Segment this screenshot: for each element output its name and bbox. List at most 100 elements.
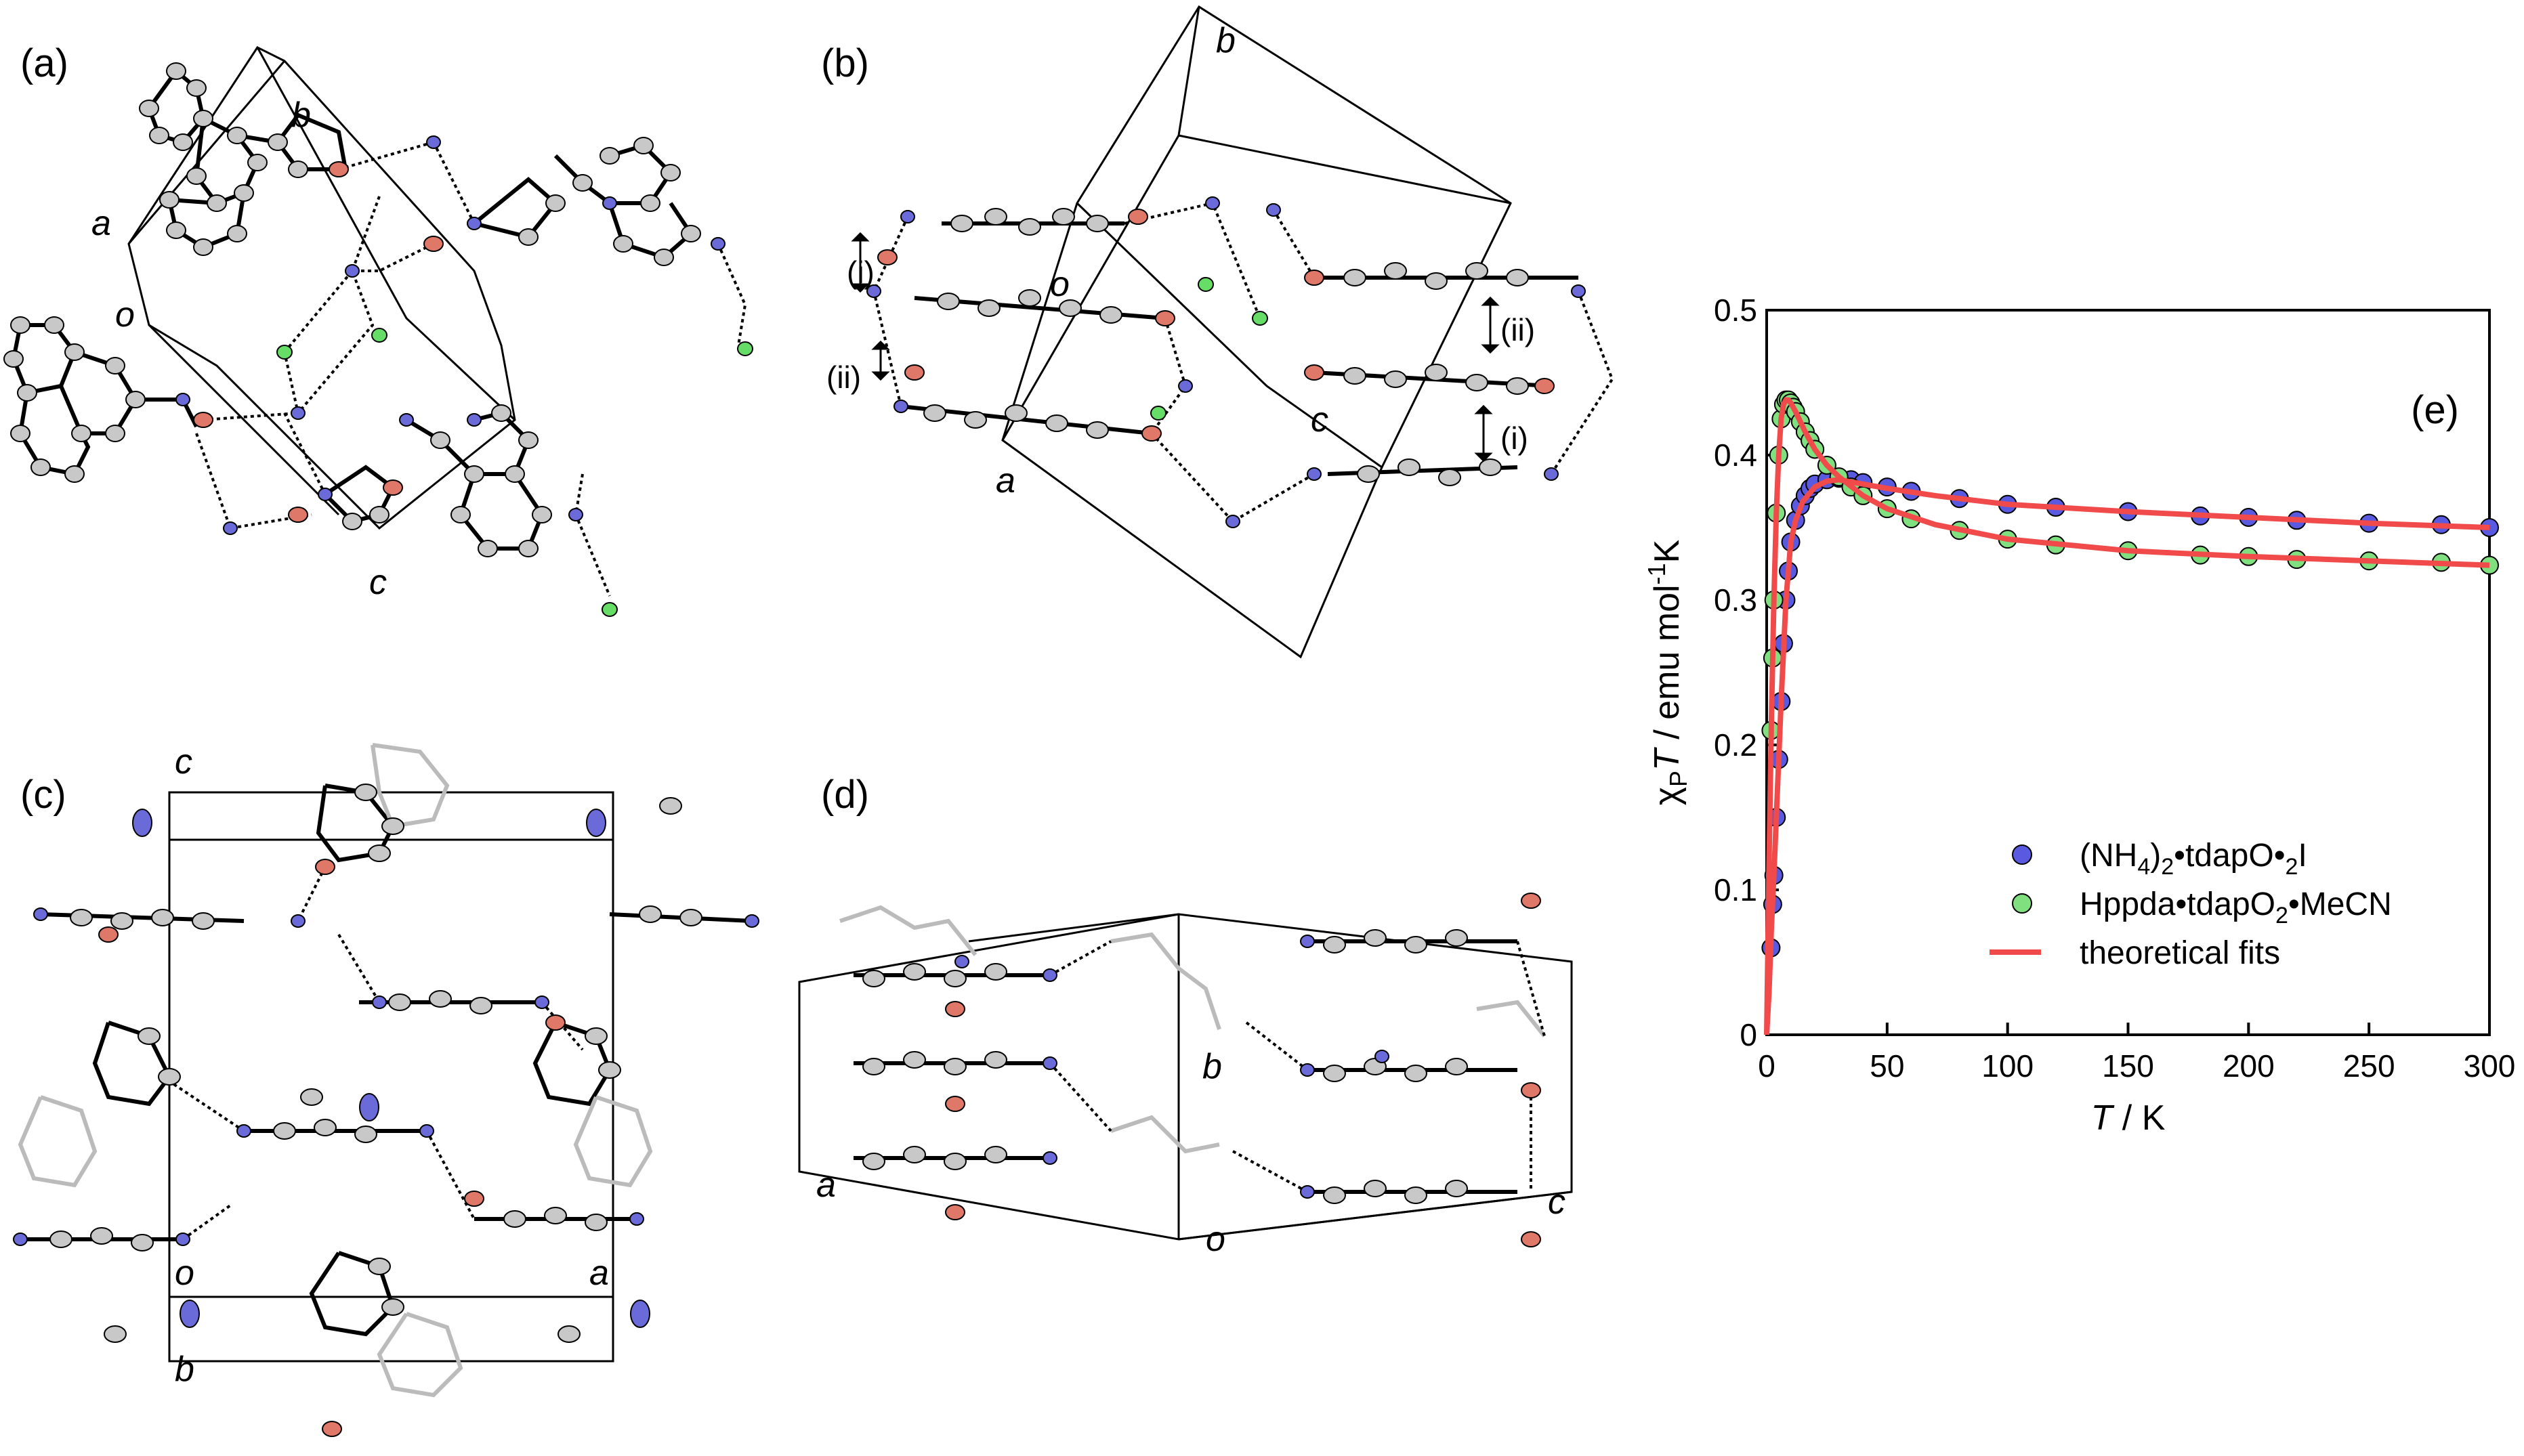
series-1-point [1786,511,1805,530]
axis-label-d-a: a [816,1165,836,1205]
series-1-point [1761,938,1781,958]
axis-label-d-c: c [1548,1182,1565,1222]
series-1-point [1773,634,1793,654]
series-1-point [2480,518,2499,537]
axis-label-c-c: c [175,742,192,781]
hbond-dashes-d [1049,940,1546,1193]
axis-label-a-b: b [291,95,311,135]
series-2-point [1795,422,1815,442]
series-2-point [2239,547,2258,566]
legend-marker-1 [2012,844,2032,865]
series-1-point [2239,508,2258,528]
series-2-point [2431,553,2451,572]
series-2-point [1998,530,2017,549]
plot-frame [1765,309,2491,1036]
series-1-point [1781,532,1801,552]
series-2-point [1779,390,1799,410]
series-1-point [1877,477,1897,497]
series-1-point [2359,513,2379,533]
series-2-point [2046,535,2065,555]
axis-label-a-c: c [369,563,387,602]
series-2-point [2118,541,2138,561]
series-1-point [2431,515,2451,534]
series-1-point [1767,808,1786,827]
series-2-point [1776,390,1796,410]
series-1-point [1841,470,1861,490]
series-1-point [1829,469,1849,488]
series-2-point [1801,431,1820,450]
series-1-point [1853,473,1873,492]
x-tick-label: 0 [1758,1048,1775,1084]
y-tick-label: 0.1 [1714,872,1757,907]
axis-label-c-o: o [175,1254,194,1293]
fit-line-1 [1764,477,2490,1035]
axis-label-a-o: o [115,295,135,335]
series-1-point [1790,496,1810,515]
series-1-point [2118,502,2138,521]
fit-line-2 [1764,397,2490,1035]
series-1-point [1763,895,1782,914]
series-2-point [1781,393,1801,412]
panel-a-structure [3,46,753,617]
series-1-point [2287,511,2307,530]
y-tick-label: 0 [1740,1017,1757,1052]
x-axis-label: T / K [2091,1098,2166,1138]
series-2-point [1877,499,1897,519]
unit-cell-b [1001,5,1512,659]
y-tick-label: 0.5 [1714,293,1757,328]
series-1-point [2191,506,2210,526]
panel-label-d: (d) [821,773,869,817]
series-2-point [1901,509,1921,529]
series-1-point [1801,479,1820,498]
series-2-point [1805,440,1825,459]
atoms-a [3,62,753,617]
panel-label-e: (e) [2411,388,2459,432]
y-axis-label: χPT / emu mol-1K [1643,539,1692,805]
molecule-stacks-b [900,221,1578,476]
stack-note-b-1: (i) [847,255,875,290]
axis-label-d-b: b [1202,1047,1222,1086]
unit-cell-a [127,46,516,530]
x-tick-label: 150 [2102,1048,2154,1084]
hbond-dashes-a [195,141,747,597]
x-tick-label: 100 [1981,1048,2034,1084]
series-1-point [1779,561,1799,581]
series-1-point [1998,494,2017,514]
y-tick-label: 0.2 [1714,727,1757,763]
series-2-point [2359,551,2379,571]
series-1-point [1769,750,1788,769]
legend-label-1: (NH4)2•tdapO•2I [2080,838,2307,880]
y-tick-label: 0.3 [1714,582,1757,618]
axis-label-b-o: o [1050,265,1070,304]
stack-note-b-2: (ii) [826,360,862,395]
series-2-point [2287,550,2307,570]
series-1-point [1950,489,1969,509]
stack-note-b-3: (ii) [1500,312,1536,347]
x-tick-label: 250 [2343,1048,2395,1084]
series-2-point [2480,555,2499,575]
legend-label-3: theoretical fits [2080,935,2280,971]
axis-label-b-a: a [996,461,1015,500]
series-1-point [1805,474,1825,494]
axis-label-b-b: b [1216,21,1236,60]
series-1-point [1817,470,1836,490]
ghost-molecules-d [839,905,1547,1154]
unit-cell-c [168,791,614,1363]
axis-label-d-o: o [1206,1220,1225,1259]
panel-label-c: (c) [20,773,66,817]
panel-label-b: (b) [821,41,869,85]
series-2-point [1853,486,1873,505]
series-1-point [1764,865,1784,885]
axis-label-c-a: a [589,1254,609,1293]
legend-marker-2 [2012,893,2032,914]
atoms-b [866,196,1586,528]
series-2-point [2191,545,2210,565]
series-2-point [1950,521,1969,540]
series-2-point [1769,446,1788,465]
x-tick-label: 50 [1870,1048,1904,1084]
ghost-molecules-c [18,743,653,1398]
panel-label-a: (a) [20,41,68,85]
series-2-point [1784,398,1803,417]
x-tick-label: 300 [2464,1048,2516,1084]
axis-label-b-c: c [1311,400,1328,440]
